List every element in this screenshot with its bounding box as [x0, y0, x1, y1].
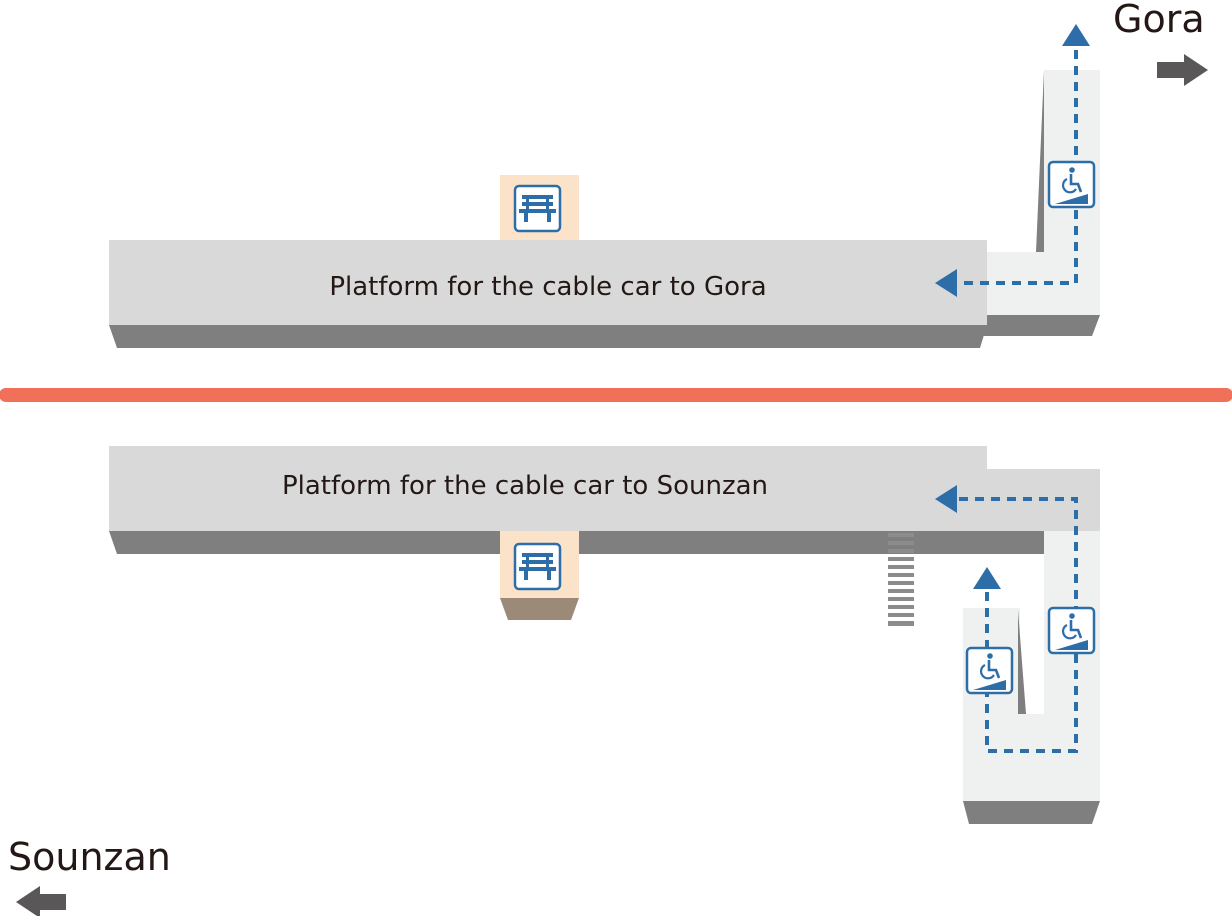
sounzan-ramp-shadow: [1018, 610, 1026, 714]
arrow-icon: [935, 485, 957, 513]
arrow-icon: [1062, 24, 1090, 46]
sounzan-destination-label: Sounzan: [8, 835, 171, 879]
arrow-icon: [973, 567, 1001, 589]
sounzan-platform-top: [109, 446, 987, 531]
bench-icon: [513, 542, 562, 591]
wheelchair-ramp-icon: [1047, 606, 1096, 655]
wheelchair-ramp-icon: [965, 646, 1014, 695]
gora-destination-label: Gora: [1113, 0, 1205, 41]
sounzan-bench-base: [500, 598, 579, 620]
sounzan-walkway-side: [963, 801, 1100, 824]
gora-platform-side: [109, 325, 987, 348]
sounzan-walkway-lower: [963, 714, 1100, 801]
sounzan-platform: Platform for the cable car to Sounzan: [109, 446, 1100, 824]
sounzan-platform-label: Platform for the cable car to Sounzan: [282, 471, 768, 501]
gora-platform-label: Platform for the cable car to Gora: [329, 272, 766, 302]
gora-platform-top: [109, 240, 987, 325]
sounzan-accessible-route: [935, 485, 1078, 753]
stairs: [888, 533, 914, 626]
gora-ramp-shadow: [1036, 70, 1044, 252]
arrow-left-icon: [16, 886, 66, 916]
arrow-icon: [935, 269, 957, 297]
gora-platform: Platform for the cable car to Gora: [109, 70, 1100, 348]
bench-icon: [513, 184, 562, 233]
wheelchair-ramp-icon: [1047, 160, 1096, 209]
arrow-right-icon: [1157, 54, 1208, 86]
gora-accessible-route: [935, 24, 1090, 297]
gora-walkway-side: [980, 315, 1100, 336]
